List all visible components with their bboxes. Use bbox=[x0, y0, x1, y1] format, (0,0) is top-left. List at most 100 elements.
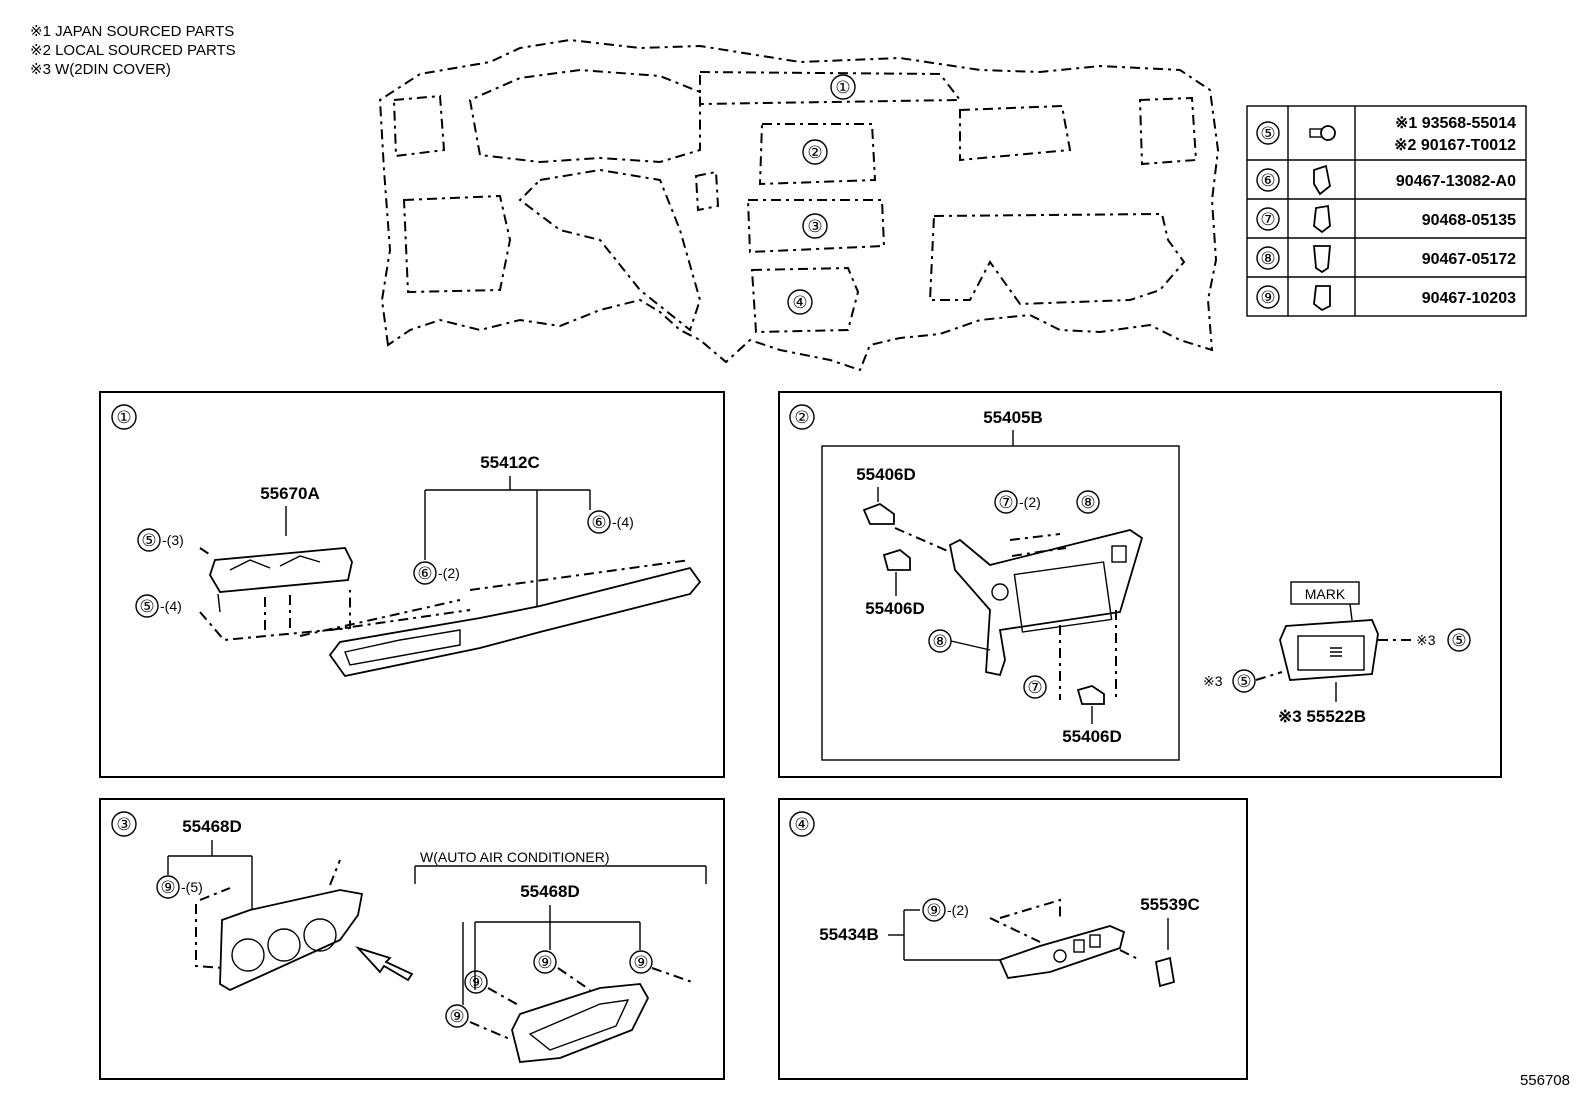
table-key: ⑤ bbox=[1260, 124, 1275, 143]
overview-callout-1: ① bbox=[830, 74, 856, 100]
note-2: ※2 LOCAL SOURCED PARTS bbox=[30, 42, 236, 59]
part-label: 55539C bbox=[1140, 895, 1200, 914]
svg-text:⑧: ⑧ bbox=[1260, 249, 1275, 268]
dashboard-overview: ① ② ③ ④ bbox=[378, 38, 1220, 372]
table-part: 90467-05172 bbox=[1422, 251, 1516, 268]
part-label: ※3 55522B bbox=[1278, 707, 1366, 726]
small-vent-outline bbox=[694, 170, 720, 212]
svg-text:⑥: ⑥ bbox=[417, 564, 432, 583]
svg-text:⑨: ⑨ bbox=[449, 1007, 464, 1026]
heater-control-panel bbox=[219, 889, 364, 992]
svg-text:④: ④ bbox=[792, 293, 807, 312]
table-part: ※2 90167-T0012 bbox=[1394, 137, 1516, 154]
clip-part bbox=[1076, 685, 1105, 705]
area-1-outline bbox=[699, 70, 963, 106]
auto-ac-control-panel bbox=[511, 983, 650, 1063]
clip-part bbox=[882, 548, 911, 571]
clip-icon bbox=[1313, 164, 1331, 196]
svg-text:-(4): -(4) bbox=[160, 598, 182, 614]
svg-text:⑨: ⑨ bbox=[926, 901, 941, 920]
svg-text:⑧: ⑧ bbox=[932, 632, 947, 651]
center-cluster-panel bbox=[328, 566, 702, 678]
center-right-vent-outline bbox=[959, 104, 1072, 162]
panel-id: ① bbox=[116, 408, 131, 427]
left-knee-outline bbox=[402, 194, 512, 294]
panel-id: ② bbox=[794, 408, 809, 427]
area-3-outline bbox=[746, 199, 886, 254]
table-row: ⑤ ※1 93568-55014 ※2 90167-T0012 bbox=[1256, 115, 1516, 154]
table-part: 90467-10203 bbox=[1422, 290, 1516, 307]
overview-callout-3: ③ bbox=[802, 213, 828, 239]
overview-callout-4: ④ bbox=[787, 289, 813, 315]
clip-icon bbox=[1313, 245, 1331, 274]
panel-1: ① 55670A ⑤ -(3) ⑤ -(4) 55412C ⑥ -(2) ⑥ -… bbox=[99, 391, 725, 778]
switch-plug bbox=[1154, 956, 1176, 988]
part-label: 55670A bbox=[260, 484, 320, 503]
panel-id: ④ bbox=[794, 815, 809, 834]
note-3: ※3 W(2DIN COVER) bbox=[30, 61, 171, 78]
panel-2: ② 55405B 55406D 55406D ⑦ -(2) ⑧ ⑧ ⑦ 5540… bbox=[778, 391, 1502, 778]
svg-text:⑦: ⑦ bbox=[998, 493, 1013, 512]
panel-4: ④ 55434B ⑨ -(2) 55539C bbox=[778, 798, 1248, 1080]
svg-text:⑦: ⑦ bbox=[1027, 678, 1042, 697]
dashboard-outline bbox=[378, 38, 1220, 372]
part-label: 55405B bbox=[983, 408, 1043, 427]
overview-callout-2: ② bbox=[802, 139, 828, 165]
svg-text:⑨: ⑨ bbox=[160, 878, 175, 897]
svg-text:②: ② bbox=[807, 143, 822, 162]
left-vent-outline bbox=[392, 94, 446, 158]
note-1: ※1 JAPAN SOURCED PARTS bbox=[30, 23, 235, 40]
table-row: ⑦ 90468-05135 bbox=[1256, 204, 1516, 234]
right-vent-outline bbox=[1138, 96, 1198, 166]
clip-icon bbox=[1313, 285, 1331, 312]
direction-arrow bbox=[355, 946, 414, 982]
svg-text:-(3): -(3) bbox=[162, 532, 184, 548]
table-row: ⑥ 90467-13082-A0 bbox=[1256, 164, 1516, 196]
svg-text:※3: ※3 bbox=[1203, 673, 1223, 689]
part-label: 55434B bbox=[819, 925, 879, 944]
svg-text:-(4): -(4) bbox=[612, 514, 634, 530]
navigation-bezel bbox=[948, 529, 1144, 677]
svg-text:-(2): -(2) bbox=[947, 902, 969, 918]
part-label: 55468D bbox=[520, 882, 580, 901]
svg-text:⑤: ⑤ bbox=[1236, 672, 1251, 691]
svg-text:⑧: ⑧ bbox=[1080, 493, 1095, 512]
lower-switch-panel bbox=[998, 925, 1126, 979]
svg-text:③: ③ bbox=[807, 217, 822, 236]
part-label: 55406D bbox=[856, 465, 916, 484]
screw-icon bbox=[1309, 125, 1336, 141]
area-2-outline bbox=[758, 123, 877, 186]
glovebox-outline bbox=[928, 212, 1186, 306]
cluster-hood-outline bbox=[468, 68, 701, 164]
switch-assembly bbox=[209, 547, 353, 593]
svg-text:-(2): -(2) bbox=[1019, 494, 1041, 510]
panel-id: ③ bbox=[116, 815, 131, 834]
clip-icon bbox=[1313, 204, 1331, 234]
svg-text:-(2): -(2) bbox=[438, 565, 460, 581]
fastener-table: ⑤ ※1 93568-55014 ※2 90167-T0012 ⑥ 90467-… bbox=[1246, 105, 1527, 317]
svg-text:⑥: ⑥ bbox=[1260, 171, 1275, 190]
svg-text:⑨: ⑨ bbox=[1260, 288, 1275, 307]
svg-text:①: ① bbox=[835, 78, 850, 97]
svg-text:⑤: ⑤ bbox=[141, 531, 156, 550]
part-label: 55412C bbox=[480, 453, 540, 472]
variant-label: W(AUTO AIR CONDITIONER) bbox=[420, 849, 610, 865]
svg-text:⑨: ⑨ bbox=[633, 953, 648, 972]
reference-number: 556708 bbox=[1519, 1072, 1570, 1089]
table-part: 90468-05135 bbox=[1422, 212, 1516, 229]
svg-text:⑦: ⑦ bbox=[1260, 210, 1275, 229]
table-part: ※1 93568-55014 bbox=[1395, 115, 1516, 132]
svg-text:⑥: ⑥ bbox=[591, 513, 606, 532]
part-label: 55406D bbox=[865, 599, 925, 618]
table-part: 90467-13082-A0 bbox=[1396, 173, 1516, 190]
mark-label: MARK bbox=[1305, 586, 1346, 602]
clip-part bbox=[862, 502, 895, 525]
svg-text:⑤: ⑤ bbox=[1451, 631, 1466, 650]
table-row: ⑨ 90467-10203 bbox=[1256, 285, 1516, 312]
table-row: ⑧ 90467-05172 bbox=[1256, 245, 1516, 274]
panel-3: ③ 55468D ⑨ -(5) W(AUTO AIR CONDITIONER) … bbox=[99, 798, 725, 1080]
part-label: 55468D bbox=[182, 817, 242, 836]
svg-text:⑨: ⑨ bbox=[468, 973, 483, 992]
svg-text:⑤: ⑤ bbox=[139, 597, 154, 616]
